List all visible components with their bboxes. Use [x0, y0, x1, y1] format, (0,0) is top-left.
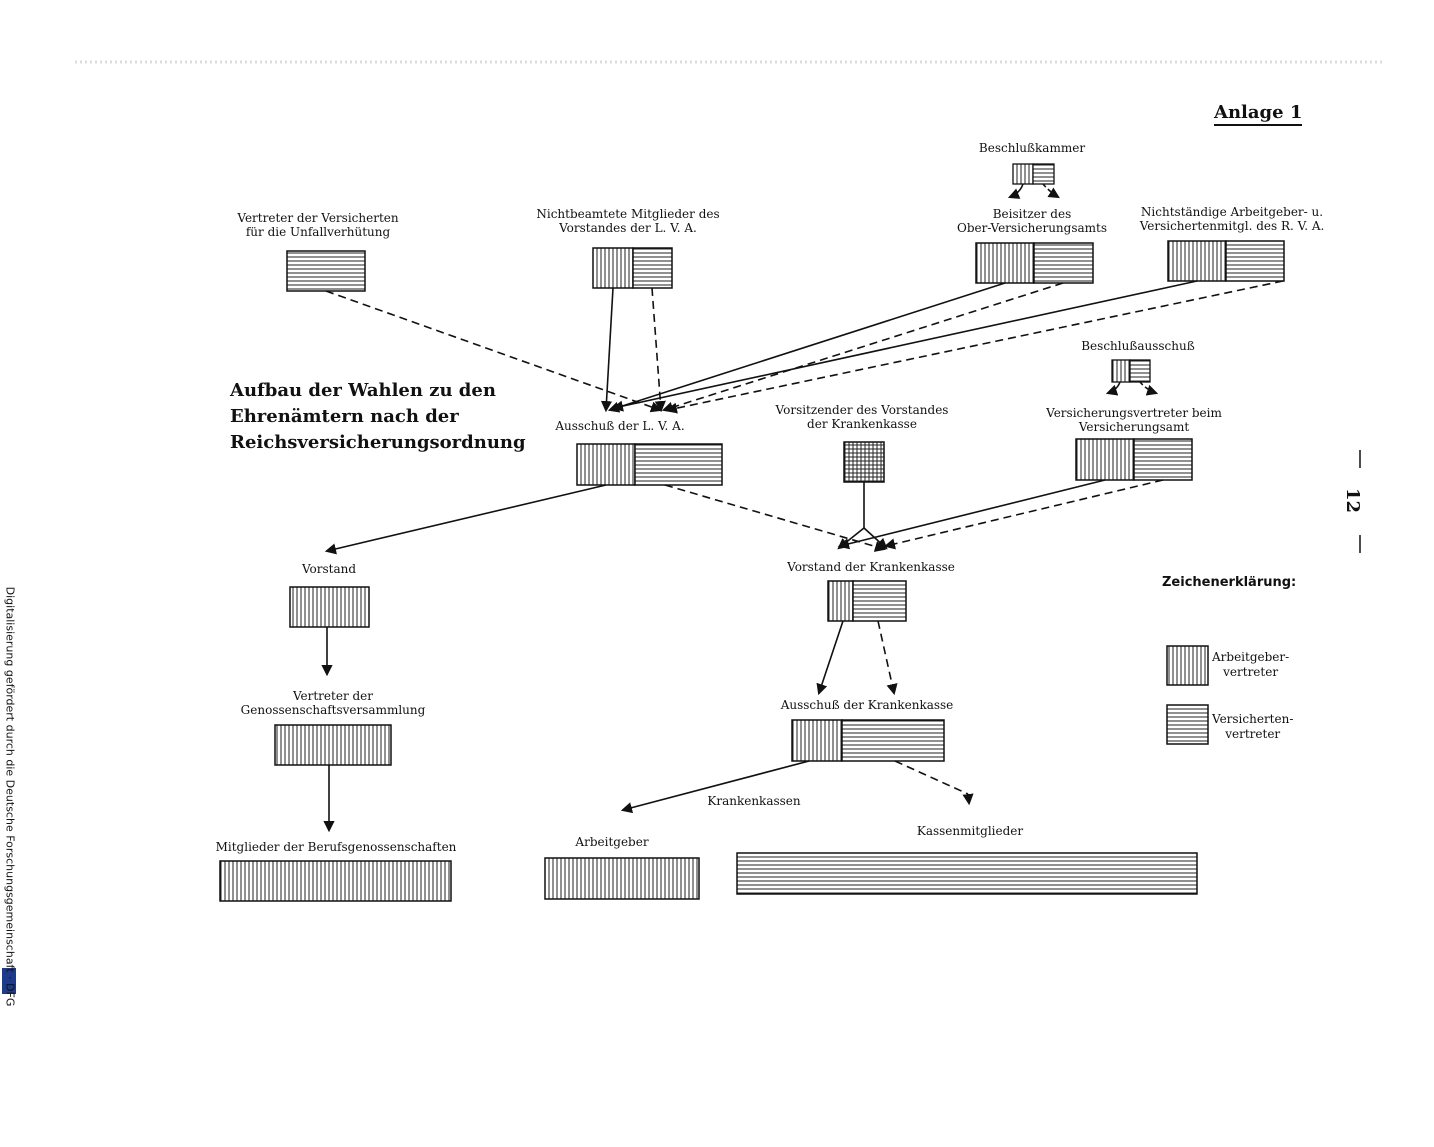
box-nichtbeamtete-insured — [632, 247, 673, 289]
box-ausschuss-kk-insured — [841, 719, 945, 762]
box-nichtstaendige-employer — [1167, 240, 1227, 282]
anlage-label: Anlage 1 — [1214, 102, 1303, 126]
box-mitglieder-bg — [219, 860, 452, 902]
edge-vv-dashed — [883, 479, 1164, 550]
box-beschlussausschuss-insured — [1129, 359, 1151, 383]
label-kassenmitglieder: Kassenmitglieder — [916, 824, 1024, 838]
label-vorstand: Vorstand — [301, 562, 357, 576]
legend-employer-label: Arbeitgeber- vertreter — [1212, 650, 1290, 679]
edge-beisitzer-dashed — [661, 282, 1064, 413]
label-mitglieder-bg: Mitglieder der Berufsgenossenschaften — [215, 840, 457, 854]
label-versicherungsvertreter: Versicherungsvertreter beim Versicherung… — [1046, 406, 1222, 434]
box-beschlusskammer-insured — [1032, 163, 1055, 185]
edge-ausschuss-to-vorstand-kk — [664, 484, 887, 552]
label-krankenkassen: Krankenkassen — [707, 794, 801, 808]
label-ausschuss-kk: Ausschuß der Krankenkasse — [780, 698, 954, 712]
edge-beschlusskammer-solid — [1007, 183, 1024, 199]
box-versicherungsvertreter-employer — [1075, 438, 1135, 481]
box-nichtbeamtete-employer — [592, 247, 634, 289]
box-vertreter-unfall — [286, 250, 366, 292]
edge-beschlussausschuss-dashed — [1139, 381, 1159, 396]
edge-vkk-solid — [816, 620, 844, 696]
label-beschlussausschuss: Beschlußausschuß — [1081, 339, 1195, 353]
box-vorsitzender — [843, 441, 885, 483]
box-vorstand-kk-employer — [827, 580, 854, 622]
edge-akk-to-arbeitgeber — [620, 760, 810, 814]
label-vertreter-gv: Vertreter der Genossenschaftsversammlung — [240, 689, 426, 717]
box-beschlusskammer-employer — [1012, 163, 1034, 185]
edge-akk-to-kassenmitglieder — [894, 760, 969, 795]
edge-unfall-to-ausschuss — [325, 290, 663, 413]
edge-nichtbeamtete-solid — [600, 287, 614, 413]
edge-beisitzer-solid — [607, 282, 1006, 413]
legend-swatch-insured — [1166, 704, 1209, 745]
box-nichtstaendige-insured — [1225, 240, 1285, 282]
box-vertreter-gv — [274, 724, 392, 766]
label-vertreter-unfall: Vertreter der Versicherten für die Unfal… — [237, 211, 399, 239]
box-beisitzer-insured — [1033, 242, 1094, 284]
edge-beschlusskammer-dashed — [1042, 183, 1060, 199]
box-beisitzer-employer — [975, 242, 1035, 284]
box-ausschuss-lva-insured — [634, 443, 723, 486]
label-vorsitzender: Vorsitzender des Vorstandes der Krankenk… — [775, 403, 949, 431]
edge-akk-to-kassenmitglieder-tip — [962, 793, 974, 806]
edge-beschlussausschuss-solid — [1105, 381, 1121, 396]
side-note: Digitalisierung gefördert durch die Deut… — [3, 586, 17, 1007]
label-beisitzer: Beisitzer des Ober-Versicherungsamts — [956, 207, 1108, 235]
box-ausschuss-kk-employer — [791, 719, 843, 762]
page-number: 12 — [1342, 487, 1364, 514]
label-ausschuss-lva: Ausschuß der L. V. A. — [555, 419, 685, 433]
label-beschlusskammer: Beschlußkammer — [978, 141, 1086, 155]
edge-vv-solid — [837, 479, 1106, 550]
box-beschlussausschuss-employer — [1111, 359, 1131, 383]
edge-vkk-dashed — [877, 620, 898, 696]
legend-swatch-employer — [1166, 645, 1209, 686]
edge-ausschuss-to-vorstand — [324, 484, 607, 555]
election-structure-diagram — [2, 60, 1385, 994]
legend-insured-label: Versicherten- vertreter — [1212, 712, 1294, 741]
box-kassenmitglieder — [736, 852, 1198, 895]
box-ausschuss-lva-employer — [576, 443, 636, 486]
label-nichtbeamtete: Nichtbeamtete Mitglieder des Vorstandes … — [536, 207, 720, 235]
edge-nichtstaendige-dashed — [665, 280, 1284, 414]
dfg-logo — [2, 968, 16, 994]
box-vorstand-kk-insured — [852, 580, 907, 622]
box-arbeitgeber — [544, 857, 700, 900]
legend-title: Zeichenerklärung: — [1162, 575, 1297, 590]
edge-nichtbeamtete-dashed — [651, 287, 666, 413]
box-vorstand — [289, 586, 370, 628]
label-vorstand-kk: Vorstand der Krankenkasse — [787, 560, 955, 574]
diagram-title: Aufbau der Wahlen zu den Ehrenämtern nac… — [230, 380, 526, 453]
label-nichtstaendige: Nichtständige Arbeitgeber- u. Versichert… — [1139, 205, 1325, 233]
box-versicherungsvertreter-insured — [1133, 438, 1193, 481]
label-arbeitgeber: Arbeitgeber — [575, 835, 649, 849]
edge-nichtstaendige-solid — [611, 280, 1198, 412]
